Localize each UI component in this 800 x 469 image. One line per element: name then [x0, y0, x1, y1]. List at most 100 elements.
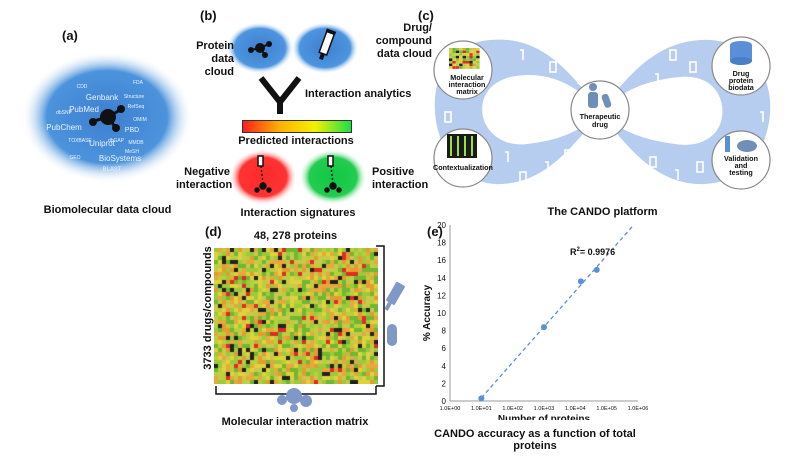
cloud-word: Genbank [86, 93, 119, 102]
cloud-word: FDA [133, 80, 144, 86]
data-point [541, 324, 547, 331]
cloud-word: MeSH [125, 149, 139, 155]
y-tick-label: 12 [437, 291, 446, 300]
binary-one-glyph [505, 151, 509, 162]
y-tick-label: 20 [437, 221, 446, 230]
trend-line [480, 224, 635, 399]
negative-interaction-label: Negative interaction [176, 166, 233, 191]
molecule-icon [89, 105, 125, 132]
binary-one-glyph [630, 55, 634, 66]
cloud-word: PubMed [69, 105, 99, 114]
binary-zero-glyph [686, 111, 694, 123]
y-axis-title: % Accuracy [422, 284, 433, 341]
node-molecular-matrix [433, 40, 493, 100]
x-tick-label: 1.0E+02 [502, 406, 523, 412]
node-therapeutic-drug [570, 80, 630, 140]
drug-count-label: 3733 drugs/compounds [202, 246, 214, 370]
y-tick-label: 14 [437, 274, 446, 283]
cloud-word: PBD [125, 127, 139, 134]
binary-one-glyph [520, 49, 524, 60]
panel-e-caption: CANDO accuracy as a function of total pr… [434, 428, 636, 452]
merge-arrow-icon [258, 76, 302, 114]
x-tick-label: 1.0E+04 [565, 406, 586, 412]
protein-molecule-icon [277, 388, 312, 412]
node-label-contextualization: Contextualization [433, 163, 493, 172]
pill-icon [387, 324, 397, 346]
y-tick-label: 18 [437, 239, 446, 248]
node-drug-biodata [711, 36, 771, 96]
binary-one-glyph [760, 111, 764, 122]
cloud-word: MMDB [128, 140, 144, 146]
panel-d-caption: Molecular interaction matrix [221, 416, 369, 428]
panel-d-label: (d) [205, 224, 222, 239]
cloud-word: RefSeq [128, 104, 145, 110]
panel-c-label: (c) [418, 8, 434, 23]
data-point [593, 266, 600, 273]
positive-interaction-label: Positive interaction [372, 166, 429, 191]
node-contextualization [433, 128, 493, 188]
interaction-signatures-label: Interaction signatures [240, 207, 356, 219]
interaction-signature-blobs [229, 149, 367, 205]
cloud-word: dbGAP [108, 138, 125, 144]
binary-one-glyph [575, 73, 579, 84]
y-tick-label: 8 [442, 327, 447, 336]
binary-one-glyph [655, 73, 659, 84]
binary-zero-glyph [649, 156, 657, 168]
y-tick-label: 4 [442, 362, 447, 371]
cloud-word: CDD [77, 84, 88, 90]
protein-data-cloud [226, 22, 359, 74]
binary-zero-glyph [524, 81, 532, 93]
syringe-icon [384, 281, 405, 311]
cloud-word: Uniprot [89, 139, 116, 148]
x-tick-label: 1.0E+00 [440, 406, 461, 412]
panel-a-label: (a) [62, 28, 78, 43]
y-tick-label: 6 [442, 344, 447, 353]
x-tick-label: 1.0E+05 [596, 406, 617, 412]
binary-zero-glyph [669, 49, 677, 61]
data-point [478, 395, 485, 402]
y-tick-label: 16 [437, 256, 446, 265]
cloud-word: GEO [69, 155, 80, 161]
interaction-analytics-label: Interaction analytics [305, 88, 412, 100]
panel-b-label: (b) [200, 8, 217, 23]
binary-zero-glyph [689, 61, 697, 73]
predicted-interactions-label: Predicted interactions [238, 135, 354, 147]
matrix-bracket-right [376, 245, 405, 387]
drug-cloud-label: Drug/ compound data cloud [375, 22, 432, 60]
interaction-matrix-heatmap [214, 248, 378, 384]
protein-count-label: 48, 278 proteins [253, 230, 338, 242]
y-tick-label: 0 [442, 397, 447, 406]
cloud-word: BLAST [102, 167, 121, 173]
cloud-word: PubChem [46, 123, 82, 132]
data-point [577, 278, 584, 285]
protein-cloud-label: Protein data cloud [196, 40, 234, 78]
y-tick-label: 2 [442, 379, 447, 388]
panel-c-caption: The CANDO platform [547, 206, 658, 218]
binary-zero-glyph [564, 149, 572, 161]
x-tick-label: 1.0E+01 [471, 406, 492, 412]
binary-zero-glyph [696, 161, 704, 173]
panel-a-caption: Biomolecular data cloud [43, 204, 172, 216]
binary-one-glyph [545, 161, 549, 172]
panel-e-label: (e) [427, 224, 443, 239]
cloud-word: BioSystems [99, 154, 141, 163]
cloud-word: TOXBASE [68, 138, 92, 144]
y-tick-label: 10 [437, 309, 446, 318]
x-axis-title: Number of proteins [498, 414, 591, 420]
cloud-word: Structure [124, 94, 145, 100]
accuracy-chart: 0 2 4 6 8 10 12 14 16 18 20 1.0E+00 1.0E+01 1.0E+02 1.… [422, 221, 648, 420]
binary-zero-glyph [549, 61, 557, 73]
biomolecular-data-cloud: CDDFDAGenbankPubMedStructureRefSeqdbSNPO… [21, 51, 193, 183]
prediction-gradient-bar [242, 120, 352, 133]
binary-zero-glyph [519, 171, 527, 183]
syringe-icon [318, 28, 337, 60]
matrix-bracket-bottom [215, 386, 377, 412]
node-validation-testing [711, 130, 771, 190]
x-tick-label: 1.0E+03 [534, 406, 555, 412]
cloud-word: dbSNP [56, 110, 73, 116]
